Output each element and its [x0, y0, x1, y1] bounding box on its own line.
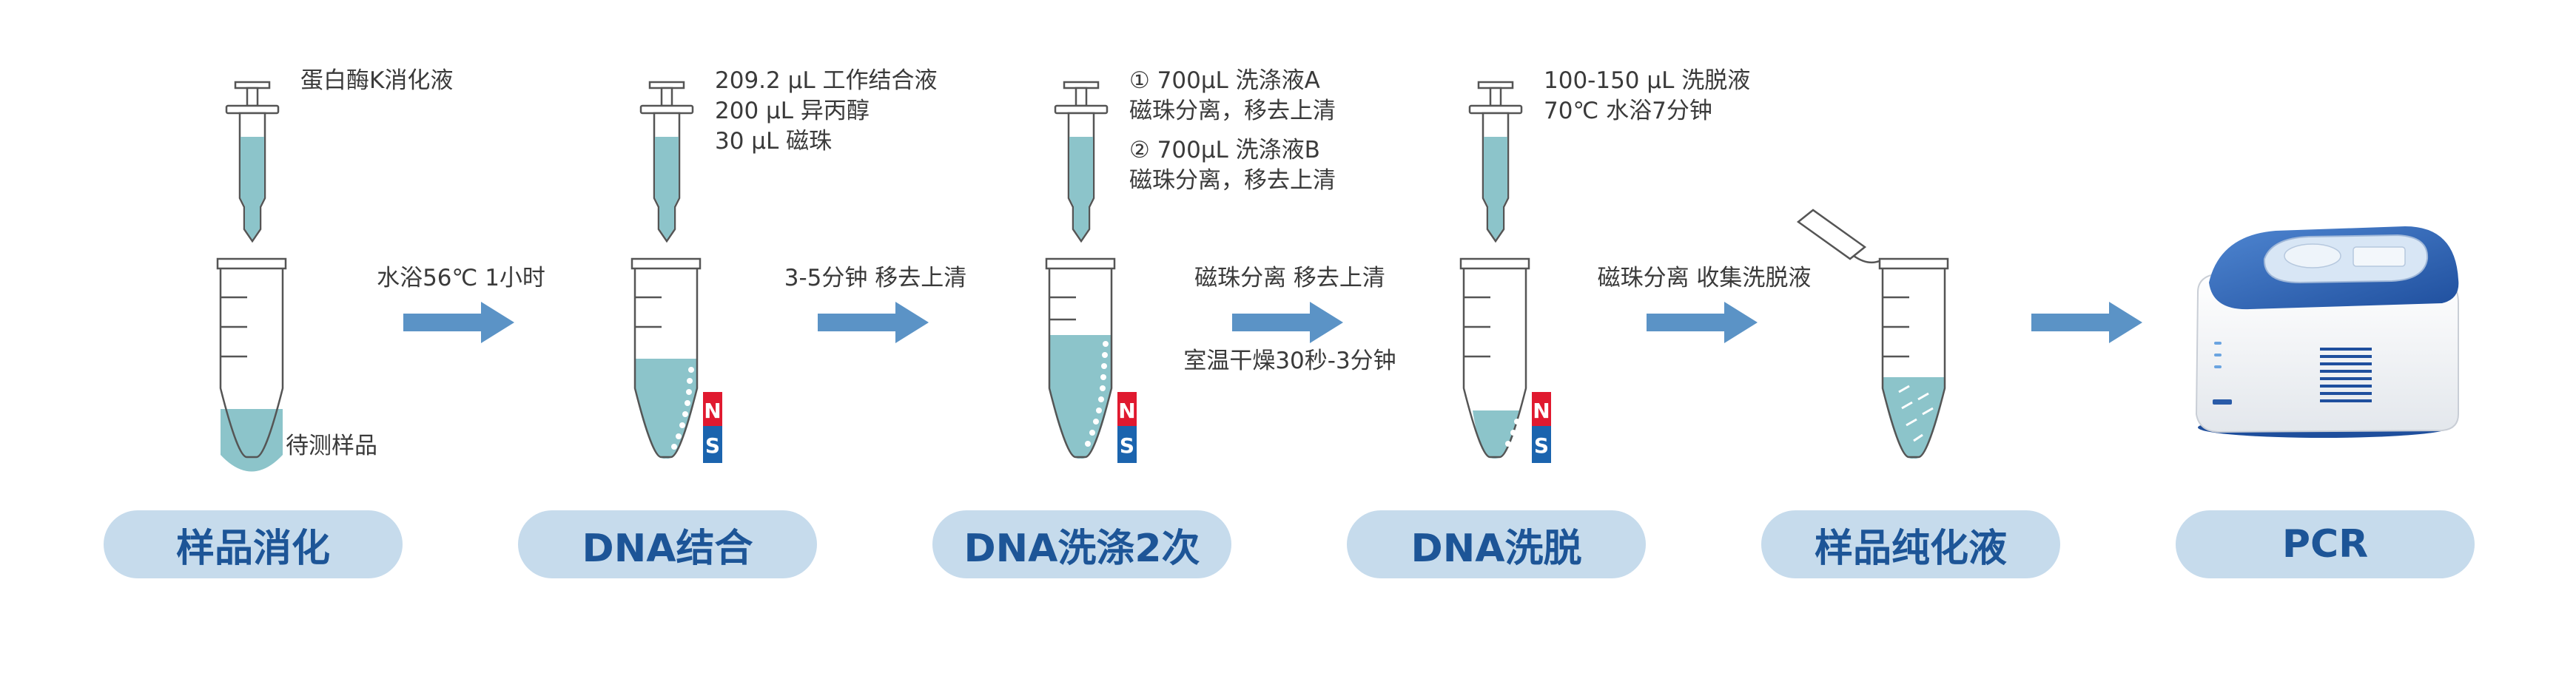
magnet-south-label: S: [1120, 433, 1134, 458]
pcr-logo: [2213, 399, 2232, 405]
step-arrow-4: [1647, 302, 1758, 343]
vent-grille: [2320, 348, 2372, 402]
reagent-note-wash: ① 700μL 洗涤液A 磁珠分离，移去上清 ② 700μL 洗涤液B 磁珠分离…: [1129, 66, 1336, 196]
step-arrow-3: [1232, 302, 1343, 343]
elution-tube: [1459, 257, 1530, 459]
magnetic-beads: [1085, 341, 1109, 447]
transition-label-1: 水浴56℃ 1小时: [377, 265, 545, 291]
reagent-note-digestion: 蛋白酶K消化液: [300, 66, 453, 96]
sample-tube: [216, 257, 287, 472]
pcr-instrument: [2195, 226, 2459, 438]
transition-label-2: 3-5分钟 移去上清: [784, 265, 967, 291]
tube-note-sample: 待测样品: [286, 433, 377, 459]
pipette-1: [225, 81, 280, 243]
reagent-line: 30 μL 磁珠: [715, 128, 833, 155]
reagent-line: 70℃ 水浴7分钟: [1544, 98, 1712, 124]
purified-tube: [1796, 209, 1949, 459]
step-pill-purified: 样品纯化液: [1761, 510, 2060, 578]
transition-label-3: 磁珠分离 移去上清: [1194, 265, 1385, 291]
magnet-south-label: S: [705, 433, 720, 458]
pipette-2: [639, 81, 694, 243]
step-pill-digestion: 样品消化: [104, 510, 403, 578]
step-pill-wash: DNA洗涤2次: [932, 510, 1231, 578]
magnetic-beads: [671, 367, 694, 450]
reagent-note-elution: 100-150 μL 洗脱液 70℃ 水浴7分钟: [1544, 66, 1750, 126]
reagent-line: 209.2 μL 工作结合液: [715, 67, 938, 94]
step-arrow-5: [2031, 302, 2142, 343]
magnet-north-label: N: [1533, 399, 1550, 423]
reagent-line: 100-150 μL 洗脱液: [1544, 67, 1751, 94]
transition-note-3: 室温干燥30秒-3分钟: [1183, 348, 1396, 374]
step-pill-binding: DNA结合: [518, 510, 817, 578]
magnet-south-label: S: [1534, 433, 1549, 458]
reagent-line: 磁珠分离，移去上清: [1129, 167, 1336, 194]
magnet-north-label: N: [704, 399, 721, 423]
step-arrow-1: [403, 302, 514, 343]
wash-tube: [1045, 257, 1116, 459]
magnetic-beads: [1505, 419, 1520, 447]
reagent-line: 蛋白酶K消化液: [300, 67, 454, 94]
pipette-4: [1468, 81, 1523, 243]
reagent-line: ① 700μL 洗涤液A: [1129, 67, 1320, 94]
status-lights: [2214, 342, 2222, 368]
reagent-line: 200 μL 异丙醇: [715, 98, 870, 124]
reagent-note-binding: 209.2 μL 工作结合液 200 μL 异丙醇 30 μL 磁珠: [715, 66, 937, 157]
magnet-2: NS: [1117, 392, 1137, 463]
magnet-north-label: N: [1118, 399, 1135, 423]
magnet-1: NS: [703, 392, 722, 463]
reagent-line: 磁珠分离，移去上清: [1129, 98, 1336, 124]
reagent-line: ② 700μL 洗涤液B: [1129, 137, 1320, 163]
step-pill-elution: DNA洗脱: [1347, 510, 1646, 578]
pipette-3: [1054, 81, 1109, 243]
binding-tube: [630, 257, 702, 459]
dna-fragments: [1898, 385, 1934, 442]
transition-label-4: 磁珠分离 收集洗脱液: [1597, 265, 1812, 291]
step-pill-pcr: PCR: [2176, 510, 2475, 578]
magnet-3: NS: [1532, 392, 1551, 463]
step-arrow-2: [818, 302, 929, 343]
